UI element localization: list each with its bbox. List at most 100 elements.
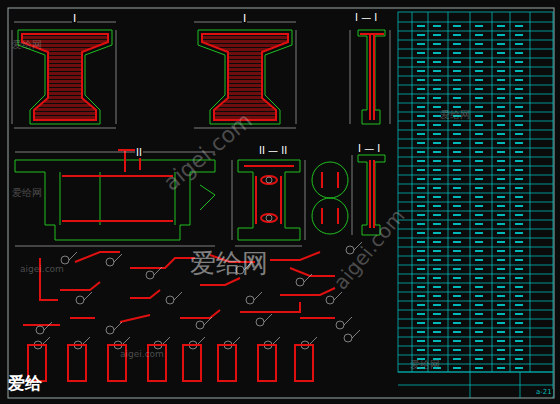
table-entry <box>453 106 461 108</box>
table-entry <box>453 169 461 171</box>
table-entry <box>433 106 441 108</box>
table-line <box>398 256 553 257</box>
table-entry <box>433 160 441 162</box>
table-entry <box>433 250 441 252</box>
table-entry <box>417 178 425 180</box>
table-line <box>398 301 553 302</box>
table-entry <box>497 43 505 45</box>
leader-line <box>334 292 342 300</box>
table-entry <box>453 286 461 288</box>
table-line <box>398 238 553 239</box>
stirrup-shape <box>68 345 86 381</box>
table-entry <box>515 232 523 234</box>
table-entry <box>453 322 461 324</box>
leader-line <box>254 292 262 300</box>
table-entry <box>453 151 461 153</box>
table-entry <box>475 295 483 297</box>
table-entry <box>453 43 461 45</box>
table-entry <box>515 151 523 153</box>
table-entry <box>433 223 441 225</box>
table-entry <box>433 43 441 45</box>
table-entry <box>475 97 483 99</box>
table-entry <box>433 133 441 135</box>
table-entry <box>515 142 523 144</box>
table-entry <box>417 196 425 198</box>
leader-line <box>154 267 162 275</box>
table-line <box>398 319 553 320</box>
table-entry <box>515 340 523 342</box>
table-entry <box>515 25 523 27</box>
table-line <box>492 12 493 372</box>
table-entry <box>497 142 505 144</box>
table-entry <box>417 268 425 270</box>
callout-circle <box>166 296 174 304</box>
table-entry <box>453 295 461 297</box>
table-entry <box>433 124 441 126</box>
section-label: II <box>135 148 143 158</box>
table-line <box>398 346 553 347</box>
table-entry <box>453 268 461 270</box>
table-entry <box>417 223 425 225</box>
table-line <box>398 175 553 176</box>
table-line <box>398 202 553 203</box>
table-line <box>398 328 553 329</box>
table-line <box>412 12 413 372</box>
callout-circle <box>196 321 204 329</box>
table-entry <box>475 142 483 144</box>
leader-line <box>82 337 90 345</box>
table-entry <box>515 268 523 270</box>
callout-circle <box>326 296 334 304</box>
leader-line <box>304 274 312 282</box>
table-entry <box>475 169 483 171</box>
table-entry <box>433 322 441 324</box>
table-entry <box>515 250 523 252</box>
table-entry <box>475 349 483 351</box>
table-entry <box>417 277 425 279</box>
leader-line <box>309 337 317 345</box>
table-entry <box>475 52 483 54</box>
table-entry <box>475 313 483 315</box>
leader-line <box>44 322 52 330</box>
table-entry <box>433 169 441 171</box>
table-entry <box>515 124 523 126</box>
table-entry <box>417 205 425 207</box>
table-entry <box>497 115 505 117</box>
table-entry <box>433 70 441 72</box>
table-entry <box>475 133 483 135</box>
table-entry <box>515 115 523 117</box>
watermark: 爱给网 <box>12 188 42 198</box>
table-line <box>398 76 553 77</box>
table-line <box>398 283 553 284</box>
table-entry <box>433 340 441 342</box>
table-line <box>398 22 553 23</box>
leader-line <box>122 337 130 345</box>
table-entry <box>515 178 523 180</box>
table-entry <box>453 88 461 90</box>
table-line <box>448 12 449 372</box>
table-entry <box>417 97 425 99</box>
table-entry <box>497 187 505 189</box>
table-entry <box>453 61 461 63</box>
table-entry <box>515 223 523 225</box>
watermark: aigei.com <box>120 350 164 359</box>
table-entry <box>433 232 441 234</box>
table-entry <box>497 268 505 270</box>
table-entry <box>515 160 523 162</box>
table-entry <box>497 223 505 225</box>
table-entry <box>417 160 425 162</box>
table-entry <box>433 61 441 63</box>
leader-line <box>264 314 272 322</box>
table-entry <box>433 88 441 90</box>
table-entry <box>515 277 523 279</box>
table-line <box>398 229 553 230</box>
table-entry <box>515 79 523 81</box>
table-line <box>398 85 553 86</box>
table-entry <box>475 367 483 369</box>
callout-circle <box>246 296 254 304</box>
table-entry <box>417 34 425 36</box>
table-entry <box>453 277 461 279</box>
watermark: 爱给网 <box>440 110 470 120</box>
table-entry <box>497 133 505 135</box>
